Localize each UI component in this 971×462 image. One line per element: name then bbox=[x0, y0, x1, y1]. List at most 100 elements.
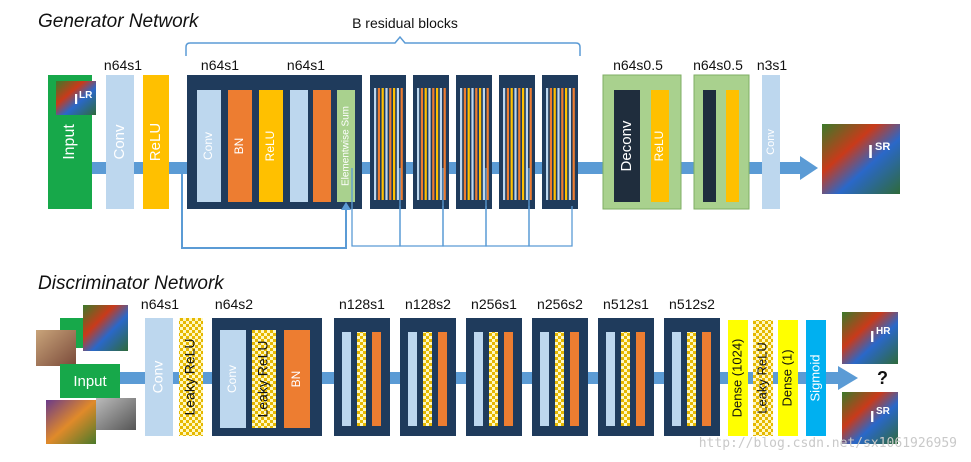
dense-lrelu-label: Leaky ReLU bbox=[754, 342, 769, 414]
deconv-1 bbox=[614, 90, 640, 202]
residual-mini-stripe bbox=[572, 88, 575, 200]
disc-block-lrelu bbox=[555, 332, 564, 426]
residual-mini-stripe bbox=[428, 88, 431, 200]
res-bn-label: BN bbox=[232, 138, 246, 155]
disc-block-bn bbox=[570, 332, 579, 426]
residual-mini-stripe bbox=[377, 88, 380, 200]
residual-mini-stripe bbox=[486, 88, 489, 200]
disc-block-filter-label: n256s2 bbox=[537, 296, 583, 312]
disc-blk-conv bbox=[220, 330, 246, 428]
disc-block-conv bbox=[606, 332, 615, 426]
disc-block-lrelu bbox=[423, 332, 432, 426]
gen-first-relu bbox=[143, 75, 169, 209]
res-bn-1 bbox=[228, 90, 252, 202]
sr-output-image bbox=[822, 124, 900, 194]
disc-block-lrelu bbox=[489, 332, 498, 426]
disc-block-bn bbox=[504, 332, 513, 426]
disc-block-lrelu bbox=[357, 332, 366, 426]
residual-mini-stripe bbox=[557, 88, 560, 200]
residual-mini-stripe bbox=[529, 88, 532, 200]
disc-input-block bbox=[60, 364, 120, 398]
residual-mini-stripe bbox=[475, 88, 478, 200]
res-skip-connection bbox=[181, 168, 347, 249]
disc-block-filter-label: n256s1 bbox=[471, 296, 517, 312]
res-conv-1 bbox=[197, 90, 221, 202]
sr-disc-sup: SR bbox=[876, 406, 891, 417]
upsample-block-2 bbox=[693, 74, 750, 210]
residual-mini-stripe bbox=[463, 88, 466, 200]
up-relu-2 bbox=[726, 90, 739, 202]
disc-blk-bn bbox=[284, 330, 310, 428]
residual-mini-stripe bbox=[561, 88, 564, 200]
dense-1024 bbox=[728, 320, 748, 436]
residual-mini-stripe bbox=[546, 88, 549, 200]
disc-arrow-head bbox=[838, 366, 858, 390]
residual-mini-stripe bbox=[482, 88, 485, 200]
disc-input-face bbox=[36, 330, 76, 366]
residual-mini-stripe bbox=[436, 88, 439, 200]
disc-block-filter-label: n512s2 bbox=[669, 296, 715, 312]
generator-title: Generator Network bbox=[38, 11, 200, 32]
residual-mini-stripe bbox=[506, 88, 509, 200]
res-bn-2 bbox=[313, 90, 331, 202]
lr-label: I bbox=[74, 91, 78, 108]
sr-disc-label: I bbox=[870, 409, 874, 426]
deconv-2 bbox=[703, 90, 716, 202]
res-conv-2 bbox=[290, 90, 308, 202]
disc-block-conv bbox=[342, 332, 351, 426]
disc-first-conv-label: Conv bbox=[150, 361, 166, 394]
residual-mini-stripe bbox=[467, 88, 470, 200]
residual-blocks-label: B residual blocks bbox=[352, 15, 458, 31]
hr-label: I bbox=[870, 329, 874, 346]
residual-mini-stripe bbox=[385, 88, 388, 200]
residual-mini-stripe bbox=[432, 88, 435, 200]
res-filter-label-b: n64s1 bbox=[287, 57, 325, 73]
residual-skip bbox=[528, 168, 573, 247]
residual-mini-stripe bbox=[439, 88, 442, 200]
residual-mini-stripe bbox=[400, 88, 403, 200]
disc-blk-lrelu-label: Leaky ReLU bbox=[255, 340, 271, 417]
disc-block-bn bbox=[438, 332, 447, 426]
disc-block1-filter-label: n64s2 bbox=[215, 296, 253, 312]
dense-1 bbox=[778, 320, 798, 436]
residual-mini-stripe bbox=[514, 88, 517, 200]
disc-blk-lrelu bbox=[252, 330, 276, 428]
gen-last-conv-label: Conv bbox=[765, 129, 777, 155]
residual-mini-stripe bbox=[396, 88, 399, 200]
disc-input-label: Input bbox=[73, 373, 107, 390]
question-mark: ? bbox=[877, 368, 888, 388]
discriminator-title: Discriminator Network bbox=[38, 273, 225, 294]
residual-mini-stripe bbox=[518, 88, 521, 200]
lr-sup: LR bbox=[79, 90, 93, 101]
res-conv-label: Conv bbox=[201, 132, 215, 160]
residual-mini-stripe bbox=[549, 88, 552, 200]
res-skip-arrowhead bbox=[341, 202, 351, 210]
residual-mini-stripe bbox=[522, 88, 525, 200]
hr-image bbox=[842, 312, 898, 364]
disc-first-conv bbox=[145, 318, 173, 436]
residual-mini-stripe bbox=[565, 88, 568, 200]
res-sum bbox=[337, 90, 355, 202]
residual-mini-stripe bbox=[503, 88, 506, 200]
sigmoid-block bbox=[806, 320, 826, 436]
disc-first-filter-label: n64s1 bbox=[141, 296, 179, 312]
lr-image bbox=[56, 81, 96, 115]
deconv-label: Deconv bbox=[618, 120, 635, 171]
residual-mini-stripe bbox=[381, 88, 384, 200]
up2-filter-label: n64s0.5 bbox=[693, 57, 743, 73]
watermark: http://blog.csdn.net/sx1061926959 bbox=[699, 436, 957, 451]
up-relu-1 bbox=[651, 90, 669, 202]
residual-mini-stripe bbox=[443, 88, 446, 200]
gen-first-conv bbox=[106, 75, 134, 209]
dense-lrelu bbox=[753, 320, 773, 436]
gen-first-relu-label: ReLU bbox=[147, 123, 164, 161]
res-filter-label-a: n64s1 bbox=[201, 57, 239, 73]
generator-arrow-head bbox=[800, 156, 818, 180]
residual-brace bbox=[185, 35, 581, 56]
disc-block-lrelu bbox=[621, 332, 630, 426]
dense-1-label: Dense (1) bbox=[779, 349, 794, 406]
res-relu-label: ReLU bbox=[263, 131, 277, 162]
generator-input-label: Input bbox=[61, 124, 78, 160]
